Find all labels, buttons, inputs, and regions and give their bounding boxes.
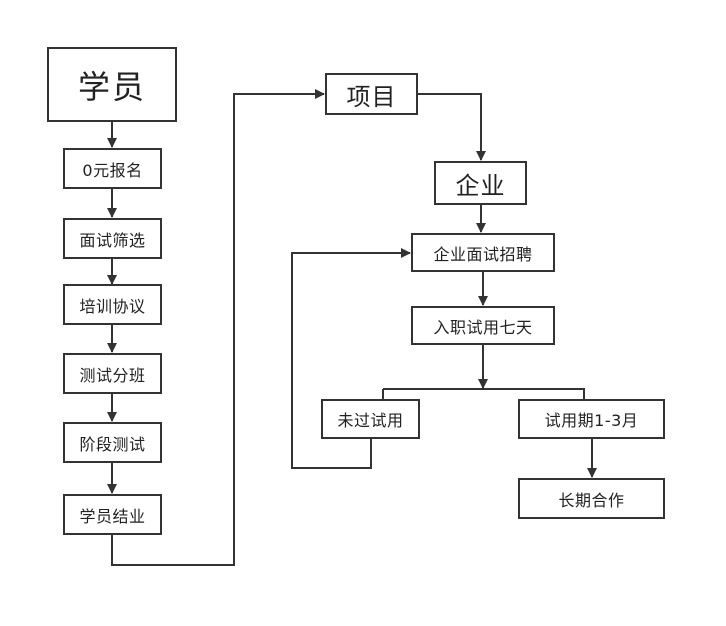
node-long-term-label: 长期合作 — [558, 490, 625, 510]
node-interview-screening-label: 面试筛选 — [79, 230, 146, 250]
node-graduation: 学员结业 — [63, 494, 162, 535]
node-onboard-trial: 入职试用七天 — [411, 306, 555, 345]
node-test-grouping: 测试分班 — [63, 353, 162, 394]
node-trial-failed: 未过试用 — [321, 399, 420, 439]
node-zero-signup-label: 0元报名 — [82, 160, 143, 180]
node-graduation-label: 学员结业 — [79, 506, 146, 526]
node-test-grouping-label: 测试分班 — [79, 365, 146, 385]
split-branch-line — [382, 388, 585, 399]
node-training-agreement: 培训协议 — [63, 284, 162, 325]
node-stage-test-label: 阶段测试 — [79, 434, 146, 454]
node-probation: 试用期1-3月 — [518, 399, 665, 439]
node-project: 项目 — [325, 73, 418, 115]
node-stage-test: 阶段测试 — [63, 422, 162, 463]
arrow-project-to-enterprise — [417, 93, 486, 161]
loop-trial-failed-to-interview — [291, 248, 411, 469]
node-training-agreement-label: 培训协议 — [79, 296, 146, 316]
node-enterprise-interview: 企业面试招聘 — [411, 233, 555, 272]
node-probation-label: 试用期1-3月 — [544, 411, 639, 430]
node-trial-failed-label: 未过试用 — [337, 411, 404, 430]
node-student: 学员 — [47, 47, 177, 122]
node-enterprise: 企业 — [434, 161, 527, 205]
node-interview-screening: 面试筛选 — [63, 218, 162, 259]
connector-graduation-to-project — [111, 89, 325, 566]
node-student-label: 学员 — [77, 67, 146, 106]
node-long-term: 长期合作 — [518, 478, 665, 519]
node-enterprise-label: 企业 — [455, 171, 506, 200]
node-enterprise-interview-label: 企业面试招聘 — [433, 244, 533, 264]
node-zero-signup: 0元报名 — [63, 148, 162, 189]
node-project-label: 项目 — [346, 82, 397, 111]
node-onboard-trial-label: 入职试用七天 — [433, 317, 533, 337]
